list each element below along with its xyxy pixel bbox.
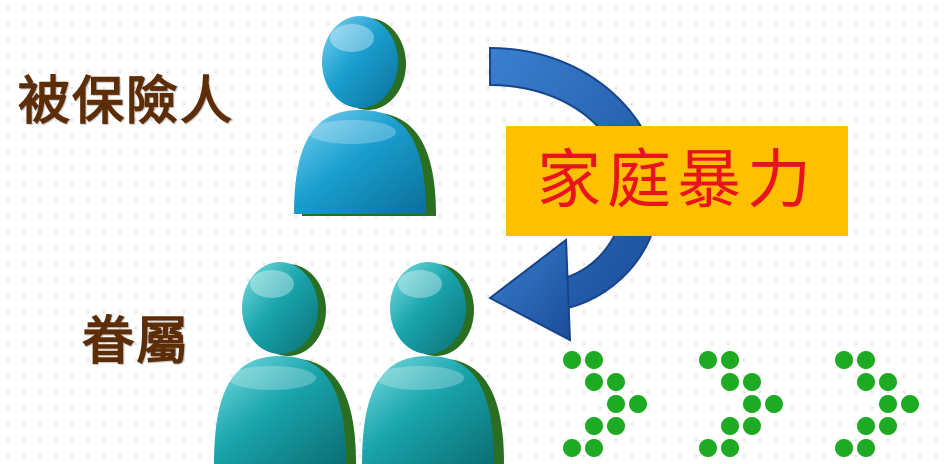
- domestic-violence-callout: 家庭暴力: [506, 126, 848, 236]
- chevron-dot: [629, 395, 647, 413]
- chevron-dot: [721, 417, 739, 435]
- chevron-dot: [743, 417, 761, 435]
- insured-label: 被保險人: [18, 71, 235, 132]
- chevron-dot: [743, 373, 761, 391]
- chevron-dot: [699, 439, 717, 457]
- chevron-dot: [879, 395, 897, 413]
- chevron-dot: [879, 417, 897, 435]
- dependent-person-icon-1: [214, 262, 356, 464]
- chevron-dot: [607, 373, 625, 391]
- chevron-dot: [585, 417, 603, 435]
- chevron-dot: [857, 351, 875, 369]
- chevron-dot: [857, 373, 875, 391]
- chevron-dot: [607, 417, 625, 435]
- chevron-dot: [835, 351, 853, 369]
- chevron-dot: [857, 417, 875, 435]
- chevron-dot: [721, 373, 739, 391]
- chevron-dots-icon: [563, 351, 919, 457]
- chevron-dot: [585, 439, 603, 457]
- chevron-dot: [857, 439, 875, 457]
- chevron-dot: [721, 439, 739, 457]
- chevron-dot: [879, 373, 897, 391]
- chevron-dot: [743, 395, 761, 413]
- chevron-dot: [563, 439, 581, 457]
- chevron-dot: [563, 351, 581, 369]
- dependent-person-icon-2: [362, 262, 504, 464]
- insured-person-icon: [294, 16, 436, 216]
- chevron-dot: [721, 351, 739, 369]
- chevron-dot: [607, 395, 625, 413]
- chevron-dot: [699, 351, 717, 369]
- dependents-label: 眷屬: [82, 311, 191, 372]
- chevron-dot: [901, 395, 919, 413]
- chevron-dot: [765, 395, 783, 413]
- chevron-dot: [585, 351, 603, 369]
- chevron-dot: [835, 439, 853, 457]
- chevron-dot: [585, 373, 603, 391]
- domestic-violence-text: 家庭暴力: [537, 144, 817, 218]
